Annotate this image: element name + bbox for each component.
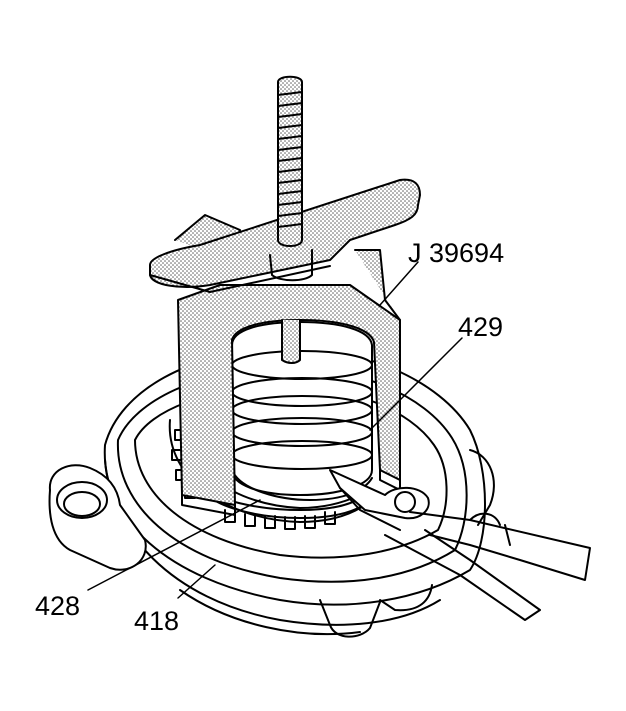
callout-428: 428 (35, 591, 80, 621)
callout-429: 429 (458, 312, 503, 342)
forcing-screw (277, 75, 303, 364)
piston-stack-429 (231, 321, 373, 501)
callout-418: 418 (134, 606, 179, 636)
mounting-ear (48, 464, 147, 571)
snap-ring-pliers (329, 469, 591, 621)
leader-lines (87, 261, 463, 599)
callout-tool-j39694: J 39694 (408, 238, 504, 268)
